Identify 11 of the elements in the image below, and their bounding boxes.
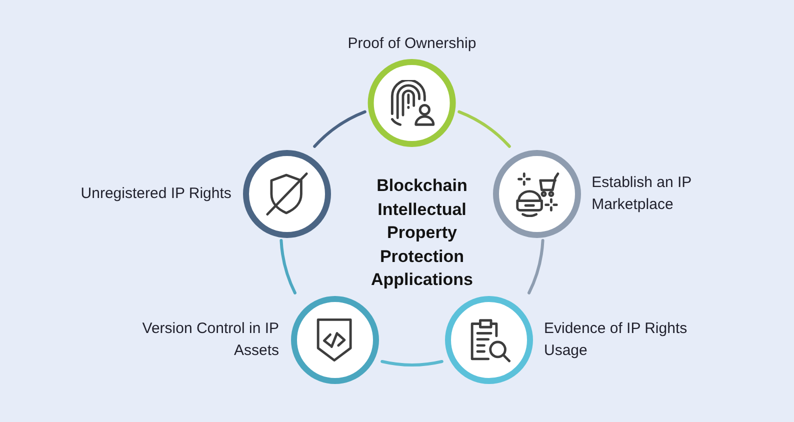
node-label: Establish an IP Marketplace bbox=[592, 172, 692, 215]
node-label: Version Control in IP Assets bbox=[141, 318, 280, 361]
node-label: Unregistered IP Rights bbox=[80, 184, 232, 204]
connector-arc bbox=[280, 239, 296, 294]
connector-arc bbox=[380, 360, 444, 366]
diagram-title: Blockchain Intellectual Property Protection Applications bbox=[370, 175, 474, 291]
connector-arc bbox=[313, 110, 366, 148]
node-label: Proof of Ownership bbox=[348, 34, 476, 54]
connector-arc bbox=[528, 239, 544, 294]
node-label: Evidence of IP Rights Usage bbox=[544, 318, 688, 361]
connector-arc bbox=[458, 110, 511, 148]
